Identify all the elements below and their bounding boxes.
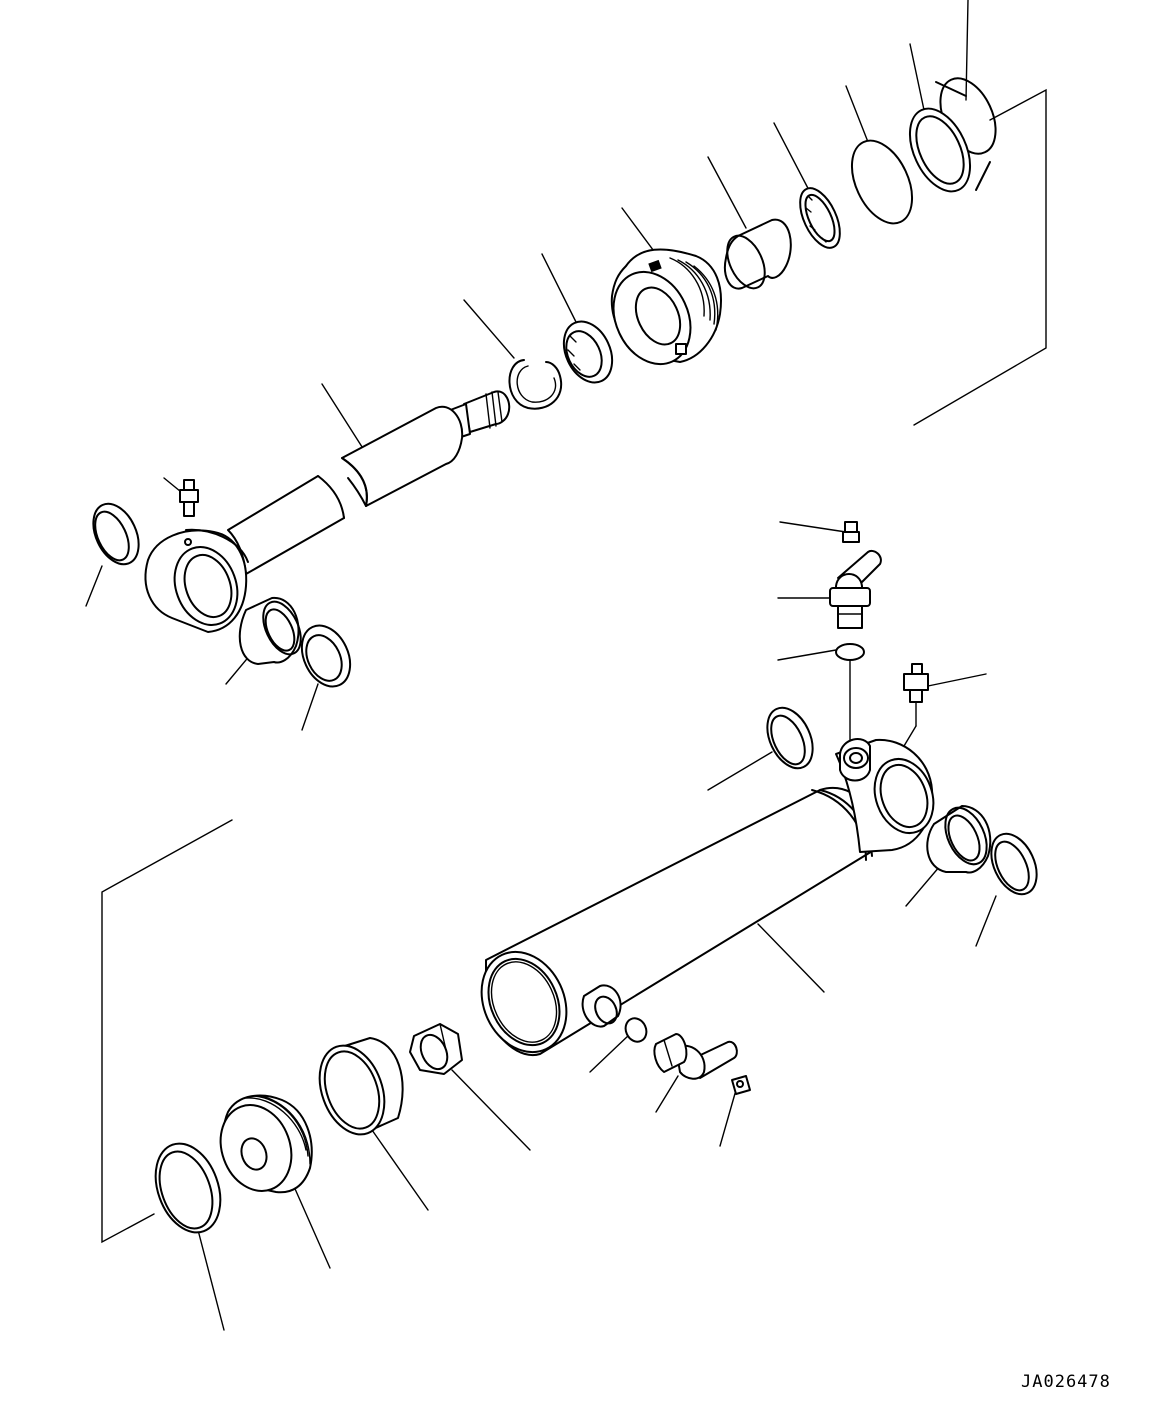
- grease-nipple-lower: [731, 1075, 751, 1095]
- cylinder-ring-top: [766, 706, 814, 770]
- elbow-fitting-lower: [653, 1033, 738, 1080]
- o-ring-lower: [624, 1017, 648, 1043]
- cylinder-eye-seal: [990, 832, 1038, 896]
- group-bracket-upper: [913, 88, 1047, 426]
- rod-sleeve: [724, 218, 792, 290]
- snap-ring: [508, 359, 563, 410]
- o-ring-top: [835, 643, 865, 661]
- rod-head: [610, 248, 722, 366]
- o-ring-plate: [850, 139, 914, 225]
- rod-eye-seal-right: [300, 624, 352, 688]
- cylinder-eye-bushing: [926, 805, 992, 874]
- cylinder-eye: [835, 738, 935, 853]
- piston-rod: [227, 390, 511, 575]
- rod-ring-1: [799, 187, 841, 249]
- drawing-id-label: JA026478: [1021, 1372, 1111, 1392]
- grease-nipple-top: [842, 521, 860, 543]
- rod-bushing: [908, 77, 997, 193]
- piston-seal-ring: [154, 1142, 222, 1234]
- piston-nut: [409, 1023, 463, 1075]
- rod-eye-seal-left: [92, 502, 140, 566]
- grease-nipple-right: [903, 663, 929, 703]
- rod-eye-bushing: [238, 596, 302, 665]
- rod-eye: [144, 528, 249, 633]
- piston-wear-ring: [318, 1037, 404, 1136]
- piston: [219, 1094, 313, 1194]
- elbow-fitting-top: [829, 550, 882, 629]
- cylinder-tube: [480, 787, 876, 1057]
- grease-nipple-rod: [179, 479, 199, 517]
- leader-lines-upper: [85, 0, 969, 731]
- leader-lines-lower: [197, 521, 997, 1331]
- group-bracket-lower: [101, 819, 233, 1244]
- rod-ring-2: [562, 320, 614, 384]
